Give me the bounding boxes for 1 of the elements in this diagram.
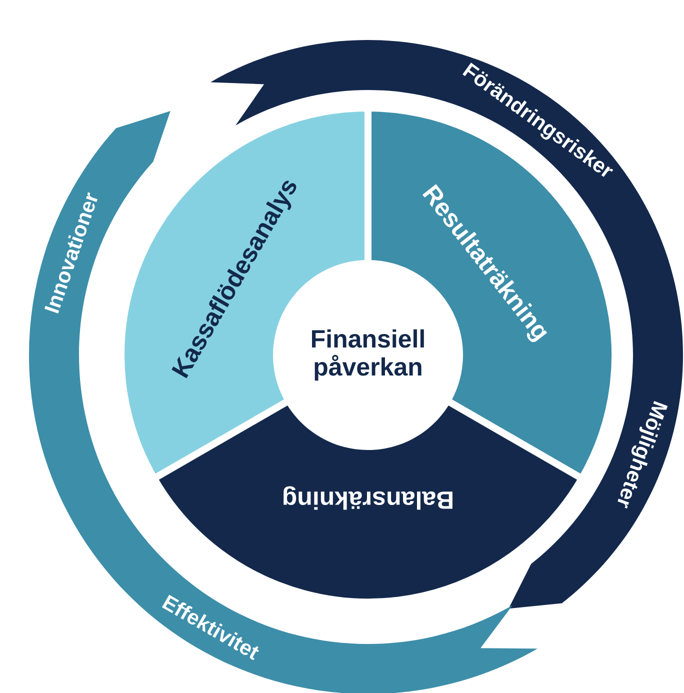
sector-label: Balansräkning <box>284 486 452 510</box>
